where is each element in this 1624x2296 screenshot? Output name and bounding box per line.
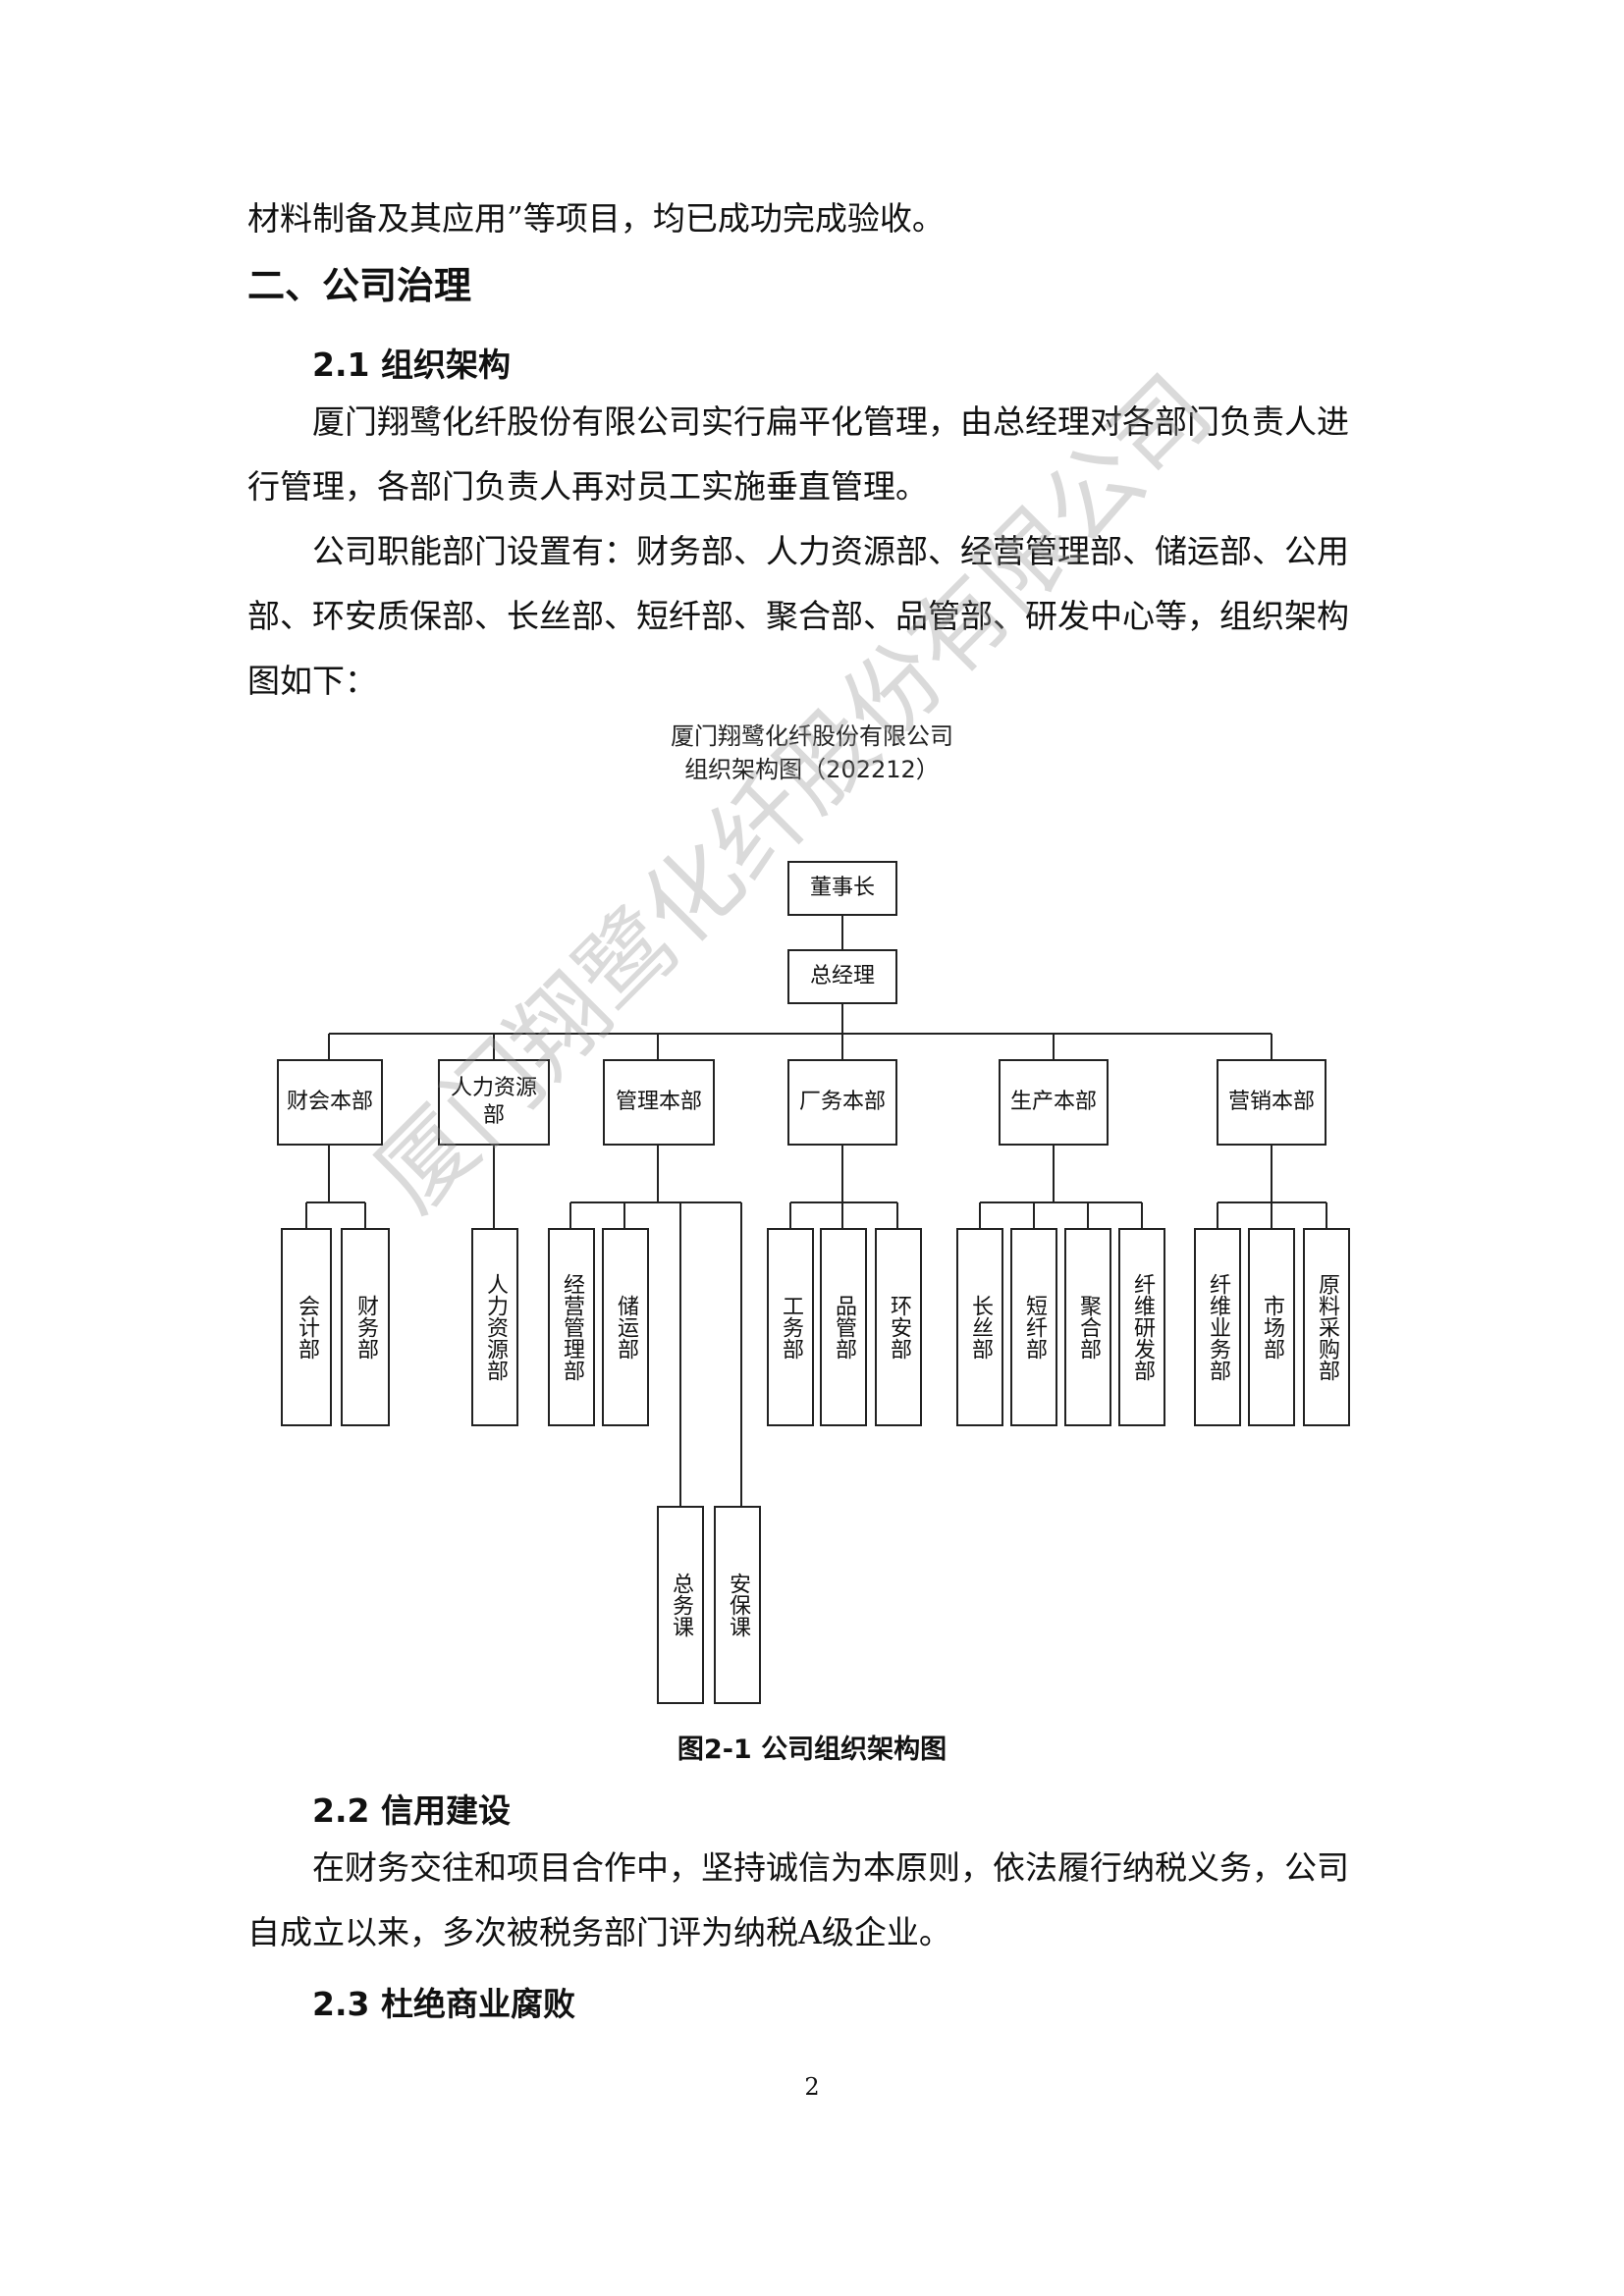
- continued-paragraph: 材料制备及其应用”等项目，均已成功完成验收。: [247, 199, 945, 238]
- org-division-finance: 财会本部: [286, 1090, 373, 1114]
- org-unit-finance: 财务部: [353, 1295, 378, 1360]
- org-node-general-manager: 总经理: [809, 964, 875, 988]
- org-chart-title-line1: 厦门翔鹭化纤股份有限公司: [671, 722, 953, 750]
- org-node-chairman: 董事长: [809, 876, 875, 900]
- org-division-plant: 厂务本部: [798, 1090, 886, 1114]
- org-unit-security: 安保课: [726, 1573, 750, 1637]
- org-unit-business-management: 经营管理部: [560, 1273, 584, 1381]
- org-division-production: 生产本部: [1009, 1090, 1097, 1114]
- org-unit-hr: 人力资源部: [483, 1273, 508, 1381]
- org-unit-accounting: 会计部: [295, 1295, 319, 1360]
- paragraph-credit: 在财务交往和项目合作中，坚持诚信为本原则，依法履行纳税义务，公司自成立以来，多次…: [247, 1848, 1349, 1951]
- org-division-management: 管理本部: [615, 1090, 702, 1114]
- org-chart-title: 厦门翔鹭化纤股份有限公司 组织架构图（202212）: [0, 720, 1624, 786]
- org-unit-fiber-sales: 纤维业务部: [1206, 1273, 1230, 1381]
- org-unit-general-affairs: 总务课: [669, 1573, 693, 1637]
- org-unit-logistics: 储运部: [614, 1295, 638, 1360]
- org-unit-market: 市场部: [1260, 1295, 1284, 1360]
- org-unit-engineering: 工务部: [779, 1295, 803, 1360]
- subheading-2-2: 2.2 信用建设: [312, 1791, 511, 1830]
- org-unit-filament: 长丝部: [968, 1295, 993, 1360]
- org-unit-procurement: 原料采购部: [1315, 1273, 1339, 1381]
- org-unit-staple-fiber: 短纤部: [1022, 1295, 1047, 1360]
- gm-box: [787, 949, 897, 1004]
- org-chart-lines: [277, 861, 1350, 1704]
- paragraph-departments: 公司职能部门设置有：财务部、人力资源部、经营管理部、储运部、公用部、环安质保部、…: [247, 532, 1349, 700]
- org-unit-polymerization: 聚合部: [1076, 1295, 1101, 1360]
- org-division-marketing: 营销本部: [1227, 1090, 1315, 1114]
- org-unit-fiber-rd: 纤维研发部: [1130, 1273, 1155, 1381]
- figure-caption: 图2-1 公司组织架构图: [677, 1735, 947, 1765]
- org-unit-quality: 品管部: [832, 1295, 856, 1360]
- subheading-2-3: 2.3 杜绝商业腐败: [312, 1985, 575, 2023]
- chairman-box: [787, 861, 897, 916]
- org-unit-ehs: 环安部: [887, 1295, 911, 1360]
- section-heading: 二、公司治理: [247, 264, 472, 307]
- page-number: 2: [804, 2073, 820, 2101]
- org-division-hr: 人力资源部: [450, 1076, 537, 1128]
- paragraph-flat-management: 厦门翔鹭化纤股份有限公司实行扁平化管理，由总经理对各部门负责人进行管理，各部门负…: [247, 402, 1349, 506]
- subheading-2-1: 2.1 组织架构: [312, 346, 511, 384]
- org-chart-title-line2: 组织架构图（202212）: [684, 756, 940, 783]
